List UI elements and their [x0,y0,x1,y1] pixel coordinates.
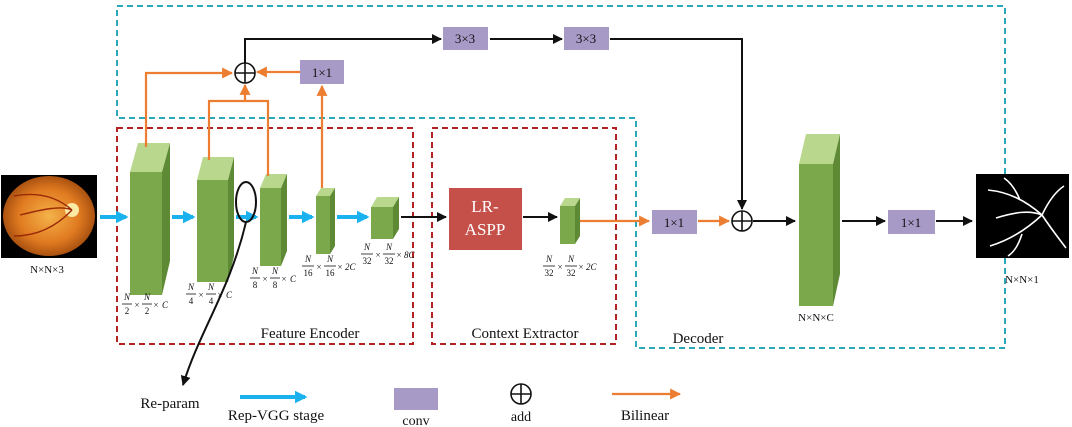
stage-label-1: N 2 × N 2 × C [122,292,169,316]
svg-text:4: 4 [189,296,194,306]
svg-text:×: × [262,274,267,284]
svg-text:×: × [134,300,139,310]
output-vessel-image [976,174,1069,258]
svg-text:16: 16 [326,268,336,278]
svg-text:8: 8 [273,280,278,290]
legend-bilinear-label: Bilinear [621,408,669,424]
conv-box-top-b-3x3 [564,27,609,50]
lr-aspp-box [449,188,522,250]
svg-text:×: × [375,250,380,260]
svg-text:N: N [251,266,259,276]
black-arrows [244,34,973,226]
svg-text:32: 32 [545,268,554,278]
svg-text:×: × [316,262,321,272]
input-size-label: N×N×3 [30,264,64,276]
svg-text:×: × [337,262,342,272]
svg-text:C: C [226,290,233,300]
svg-text:×: × [557,262,562,272]
legend-conv-swatch [394,388,438,410]
encoder-block-2 [197,157,234,282]
svg-text:N: N [207,282,215,292]
svg-text:C: C [162,300,169,310]
encoder-block-1 [130,143,170,295]
conv-box-top-a-3x3 [443,27,488,50]
conv-mid-label: 1×1 [664,215,684,230]
encoder-title: Feature Encoder [261,326,360,342]
svg-text:×: × [396,250,401,260]
bilinear-arrows [144,66,731,227]
add-node-decoder [731,210,753,232]
svg-text:2: 2 [145,306,150,316]
encoder-block-3 [260,174,287,266]
encoder-region [116,127,414,345]
legend-add-label: add [511,410,531,425]
stage-label-4: N 16 × N 16 × 2C [302,254,357,278]
conv-top-b-label: 3×3 [576,31,596,46]
svg-text:N: N [123,292,131,302]
svg-text:×: × [281,274,286,284]
svg-text:32: 32 [385,256,394,266]
svg-text:N: N [304,254,312,264]
svg-text:C: C [290,274,297,284]
svg-text:8C: 8C [404,250,416,260]
encoder-block-4 [316,188,335,254]
conv-skip-label: 1×1 [312,65,332,80]
lr-aspp-label-line1: LR- [471,197,499,216]
decoder-block-label: N×N×C [798,312,834,324]
context-title: Context Extractor [471,326,578,342]
stage-label-3: N 8 × N 8 × C [250,266,297,290]
decoder-region [116,5,1006,349]
svg-text:16: 16 [304,268,314,278]
conv-box-out-1x1 [888,210,935,234]
svg-text:×: × [578,262,583,272]
svg-text:2C: 2C [586,262,598,272]
add-node-top [234,62,256,84]
input-fundus-image [1,175,97,258]
svg-text:N: N [187,282,195,292]
conv-top-a-label: 3×3 [455,31,475,46]
legend-conv-label: conv [402,414,429,427]
svg-text:2C: 2C [345,262,357,272]
svg-text:N: N [545,254,553,264]
svg-text:N: N [567,254,575,264]
svg-text:×: × [153,300,158,310]
svg-text:N: N [385,242,393,252]
lr-aspp-label-line2: ASPP [465,220,506,239]
decoder-title: Decoder [673,331,724,347]
decoder-block [799,134,840,306]
svg-text:×: × [217,290,222,300]
output-size-label: N×N×1 [1005,274,1039,286]
legend-reparam-label: Re-param [140,396,199,412]
context-out-label: N 32 × N 32 × 2C [543,254,598,278]
svg-text:N: N [326,254,334,264]
svg-text:N: N [143,292,151,302]
reparam-arrow [180,221,247,386]
stage-label-2: N 4 × N 4 × C [186,282,233,306]
context-region [431,127,617,345]
stage-label-5: N 32 × N 32 × 8C [361,242,416,266]
conv-box-mid-1x1 [652,210,697,234]
svg-text:32: 32 [567,268,576,278]
svg-text:×: × [198,290,203,300]
svg-text:32: 32 [363,256,372,266]
context-out-block [560,198,580,244]
svg-text:2: 2 [125,306,130,316]
svg-text:4: 4 [209,296,214,306]
encoder-block-5 [371,197,399,239]
legend-repvgg-label: Rep-VGG stage [228,408,325,424]
legend-add-icon [510,383,532,405]
conv-out-label: 1×1 [901,215,921,230]
svg-text:N: N [271,266,279,276]
conv-box-skip-1x1 [300,60,344,84]
svg-text:N: N [363,242,371,252]
svg-text:8: 8 [253,280,258,290]
